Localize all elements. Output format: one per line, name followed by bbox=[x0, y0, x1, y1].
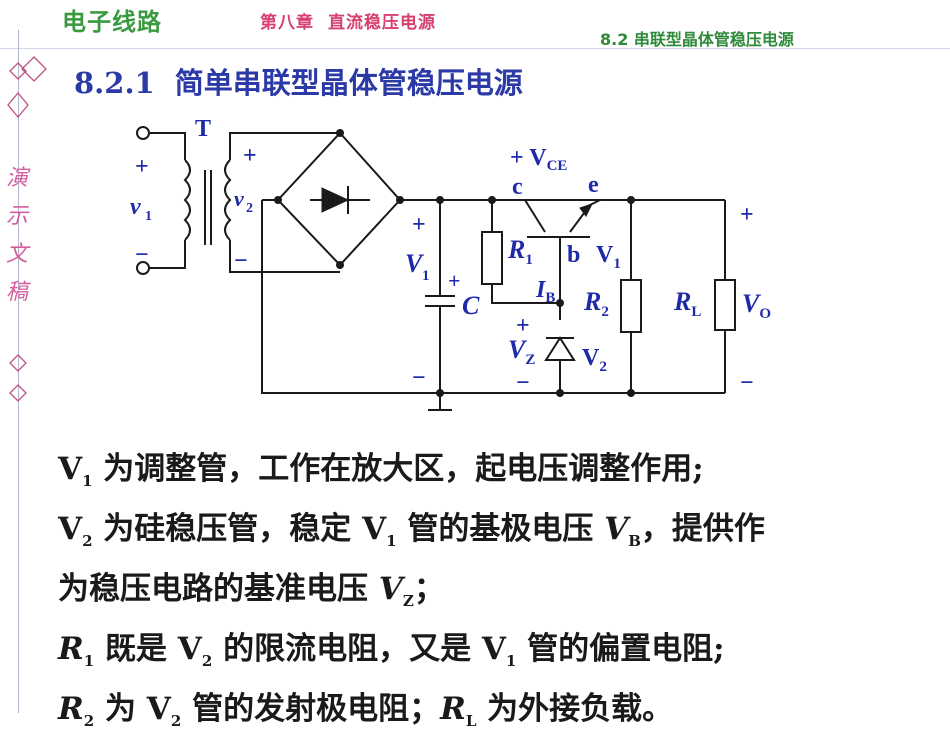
title-number: 8.2.1 bbox=[74, 66, 155, 100]
label-minus-input: − bbox=[135, 242, 149, 268]
label-minus-v1: − bbox=[412, 365, 426, 391]
label-base: b bbox=[567, 242, 580, 268]
input-terminal-top bbox=[136, 126, 150, 140]
label-vce: + VCE bbox=[510, 145, 567, 174]
label-V1-rectified: V bbox=[405, 249, 425, 278]
text-line-3: 为稳压电路的基准电压 VZ； bbox=[58, 571, 445, 611]
label-plus-vz: + bbox=[516, 313, 530, 339]
label-plus-out: + bbox=[740, 202, 754, 228]
emitter-arrow-icon bbox=[579, 203, 593, 217]
label-v1-sub: 1 bbox=[145, 209, 152, 224]
chapter-number: 第八章 bbox=[260, 13, 314, 33]
label-VO: VO bbox=[742, 289, 771, 322]
label-emitter: e bbox=[588, 172, 599, 198]
side-divider bbox=[18, 30, 19, 713]
label-minus-secondary: − bbox=[234, 248, 248, 274]
bridge-diode-icon bbox=[321, 187, 350, 213]
label-transistor: V1 bbox=[596, 242, 621, 272]
text-line-5: R2 为 V2 管的发射极电阻；RL 为外接负载。 bbox=[58, 691, 674, 730]
side-char: 示 bbox=[6, 204, 29, 229]
zener-diode-icon bbox=[544, 336, 576, 361]
label-collector: c bbox=[512, 174, 523, 200]
section-label: 8.2 串联型晶体管稳压电源 bbox=[600, 30, 794, 49]
chapter-heading: 第八章直流稳压电源 bbox=[260, 8, 436, 33]
label-capacitor: C bbox=[462, 291, 480, 320]
label-plus-secondary: + bbox=[243, 143, 257, 169]
text-line-4: R1 既是 V2 的限流电阻，又是 V1 管的偏置电阻; bbox=[58, 631, 725, 671]
label-IB: IB bbox=[535, 277, 555, 306]
label-minus-vz: − bbox=[516, 370, 530, 396]
label-plus-cap: + bbox=[448, 268, 461, 293]
label-transformer: T bbox=[195, 116, 211, 142]
side-char: 演 bbox=[6, 166, 29, 191]
page-title: 8.2.1 简单串联型晶体管稳压电源 bbox=[74, 60, 523, 102]
label-plus-v1: + bbox=[412, 212, 426, 238]
circuit-diagram: T + v 1 − + v 2 − + V 1 + C − + VCE c e … bbox=[130, 116, 771, 411]
course-title: 电子线路 bbox=[62, 8, 162, 36]
header-divider bbox=[0, 48, 950, 49]
label-RL: RL bbox=[673, 287, 701, 320]
label-zener: V2 bbox=[582, 345, 607, 375]
side-char: 稿 bbox=[6, 280, 29, 305]
title-text: 简单串联型晶体管稳压电源 bbox=[174, 66, 523, 100]
label-minus-out: − bbox=[740, 370, 754, 396]
text-line-1: V1 为调整管，工作在放大区，起电压调整作用; bbox=[58, 451, 704, 491]
label-R2: R2 bbox=[583, 287, 609, 320]
label-v1-input: v bbox=[130, 194, 141, 220]
label-V1-sub: 1 bbox=[422, 268, 430, 284]
decoration-diamonds bbox=[7, 56, 47, 402]
label-plus-input: + bbox=[135, 154, 149, 180]
label-R1: R1 bbox=[507, 235, 533, 268]
label-v2-sub: 2 bbox=[246, 201, 253, 216]
label-v2-secondary: v bbox=[234, 186, 244, 211]
text-line-2: V2 为硅稳压管，稳定 V1 管的基极电压 VB，提供作 bbox=[58, 511, 765, 551]
side-char: 文 bbox=[6, 242, 29, 267]
label-VZ: VZ bbox=[508, 335, 535, 368]
chapter-title: 直流稳压电源 bbox=[328, 13, 436, 33]
